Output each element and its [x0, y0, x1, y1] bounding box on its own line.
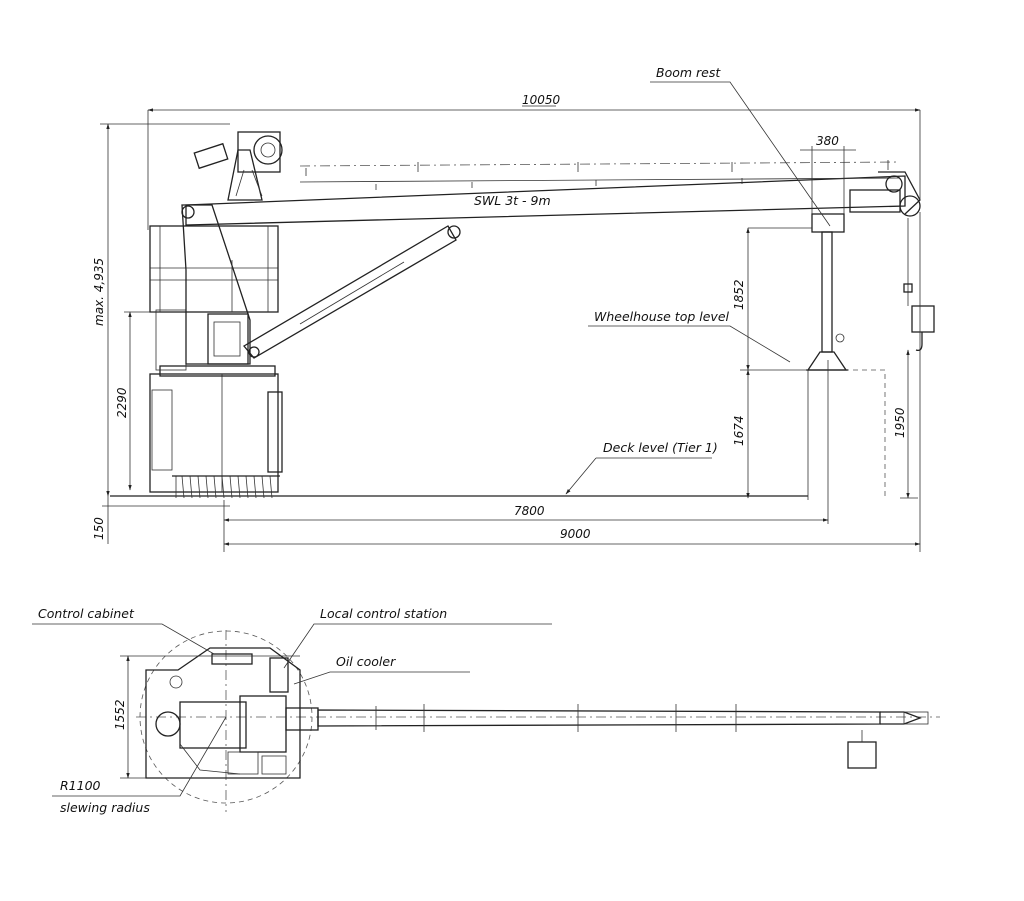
dim-1552: 1552 [113, 699, 127, 730]
dim-1950: 1950 [893, 407, 907, 438]
label-oil-cooler: Oil cooler [336, 654, 396, 669]
dim-150: 150 [92, 517, 106, 540]
side-elevation-view: 10050 380 max. 4,935 2290 150 1852 1674 … [92, 65, 935, 552]
dim-380: 380 [816, 134, 839, 148]
label-boom-rest: Boom rest [656, 65, 721, 80]
winch-unit [193, 131, 283, 201]
plan-view: 1552 Control cabinet Local control stati… [32, 606, 940, 815]
wheelhouse-outline [808, 369, 886, 500]
label-local-control: Local control station [320, 606, 447, 621]
dim-7800: 7800 [514, 504, 545, 518]
label-slewing-radius: slewing radius [60, 800, 150, 815]
dim-1852: 1852 [732, 279, 746, 310]
crane-column [181, 204, 251, 365]
crane-base-plan [145, 647, 301, 779]
label-radius: R1100 [60, 778, 101, 793]
label-wheelhouse-top: Wheelhouse top level [594, 309, 730, 324]
boom-plan [285, 704, 929, 769]
label-control-cabinet: Control cabinet [38, 606, 135, 621]
dim-10050: 10050 [522, 93, 561, 107]
dim-9000: 9000 [560, 527, 591, 541]
dim-max-height: max. 4,935 [92, 258, 106, 326]
crane-pedestal [149, 365, 283, 499]
crane-boom [181, 160, 921, 226]
dim-1674: 1674 [732, 415, 746, 446]
dim-2290: 2290 [115, 387, 129, 418]
label-deck-level: Deck level (Tier 1) [603, 440, 718, 455]
label-swl: SWL 3t - 9m [474, 193, 551, 208]
luffing-cylinder [243, 225, 461, 359]
boom-rest [806, 213, 848, 371]
hook-block [903, 218, 935, 352]
